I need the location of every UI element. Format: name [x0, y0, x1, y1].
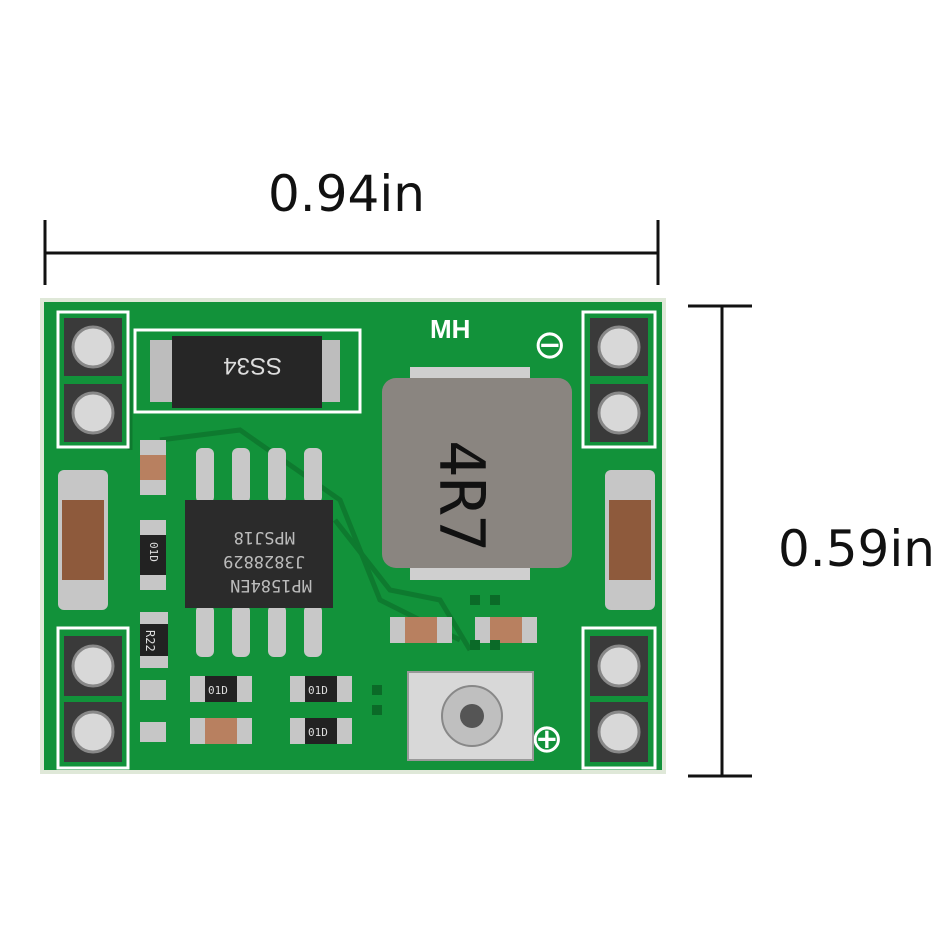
resistor-01d-vertical: 01D: [147, 542, 160, 562]
width-dimension-line: [43, 220, 660, 285]
ic-mp1584en: [185, 500, 333, 608]
width-dimension-label: 0.94in: [268, 165, 425, 223]
resistor-01d-2: 01D: [308, 684, 328, 697]
terminal-holes: [64, 318, 648, 762]
vias: [372, 595, 500, 715]
resistor-01d-3: 01D: [308, 726, 328, 739]
terminal-pads: [56, 310, 657, 770]
silkscreen-mh: MH: [430, 314, 470, 344]
minus-symbol: ⊖: [533, 322, 567, 368]
ic-marking-line-3: MPSJ18: [234, 527, 295, 547]
trim-potentiometer: [407, 671, 534, 761]
capacitors: [58, 440, 655, 744]
resistor-01d-1: 01D: [208, 684, 228, 697]
resistors: 01D R22 01D 01D 01D: [140, 520, 352, 744]
plus-symbol: ⊕: [530, 716, 564, 762]
inductor-marking: 4R7: [425, 440, 498, 552]
ic-pins: [196, 448, 322, 657]
inductor-4r7: [382, 378, 572, 568]
height-dimension-label: 0.59in: [778, 520, 935, 578]
height-dimension-line: [688, 304, 752, 778]
pcb-traces: [127, 360, 473, 652]
ic-marking-line-1: MP1584EN: [230, 575, 312, 595]
diode-ss34: [172, 336, 322, 408]
diode-marking: SS34: [223, 352, 282, 379]
resistor-r22: R22: [143, 630, 157, 652]
ic-marking-line-2: J3828829: [223, 551, 305, 571]
